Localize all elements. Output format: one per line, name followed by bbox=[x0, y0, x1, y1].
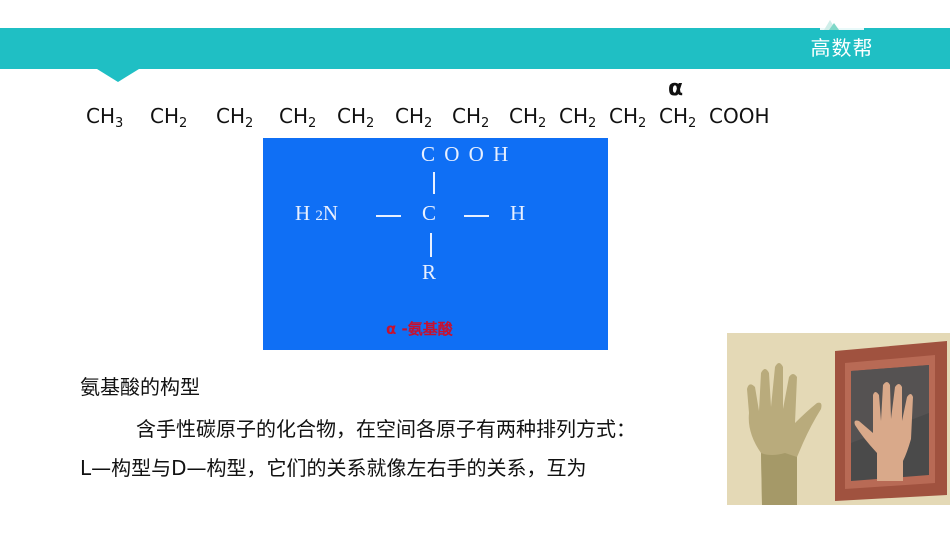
carboxyl-group: COOH bbox=[709, 104, 770, 128]
header-banner bbox=[0, 28, 950, 69]
chain-group: CH2 bbox=[216, 104, 254, 131]
chain-group: CH2 bbox=[509, 104, 547, 131]
body-paragraph: 含手性碳原子的化合物，在空间各原子有两种排列方式： L—构型与D—构型，它们的关… bbox=[80, 410, 730, 488]
chain-group: CH2 bbox=[395, 104, 433, 131]
bond-vertical-top bbox=[433, 172, 435, 194]
chain-group: CH2 bbox=[337, 104, 375, 131]
structure-right-h: H bbox=[510, 201, 526, 225]
paragraph-line-1: 含手性碳原子的化合物，在空间各原子有两种排列方式： bbox=[136, 417, 636, 441]
brand-logo: 高数帮 bbox=[806, 18, 878, 68]
bond-vertical-bottom bbox=[430, 233, 432, 257]
structure-top-cooh: C O O H bbox=[421, 142, 511, 166]
mountain-logo-icon bbox=[820, 20, 864, 30]
structure-center-carbon: C bbox=[422, 201, 437, 225]
chain-group: CH2 bbox=[609, 104, 647, 131]
alpha-amino-acid-caption: α -氨基酸 bbox=[386, 320, 453, 338]
chain-group: CH2 bbox=[150, 104, 188, 131]
hand-mirror-image-icon bbox=[727, 333, 950, 505]
chain-group: CH2 bbox=[452, 104, 490, 131]
bond-horizontal-right bbox=[464, 215, 489, 217]
chain-group: CH3 bbox=[86, 104, 124, 131]
paragraph-line-2: L—构型与D—构型，它们的关系就像左右手的关系，互为 bbox=[80, 456, 587, 480]
structure-bottom-r: R bbox=[422, 260, 437, 284]
hand-mirror-illustration bbox=[727, 333, 950, 505]
bond-horizontal-left bbox=[376, 215, 401, 217]
alpha-carbon-group: CH2 bbox=[659, 104, 697, 131]
section-heading: 氨基酸的构型 bbox=[80, 375, 200, 399]
chain-group: CH2 bbox=[559, 104, 597, 131]
structure-left-h2n: H 2N bbox=[295, 201, 339, 225]
alpha-marker: α bbox=[668, 76, 684, 101]
banner-notch-marker bbox=[97, 69, 139, 82]
amino-acid-structure-panel: C O O H H 2N C H R bbox=[263, 138, 608, 350]
chain-group: CH2 bbox=[279, 104, 317, 131]
brand-logo-text: 高数帮 bbox=[810, 36, 874, 60]
